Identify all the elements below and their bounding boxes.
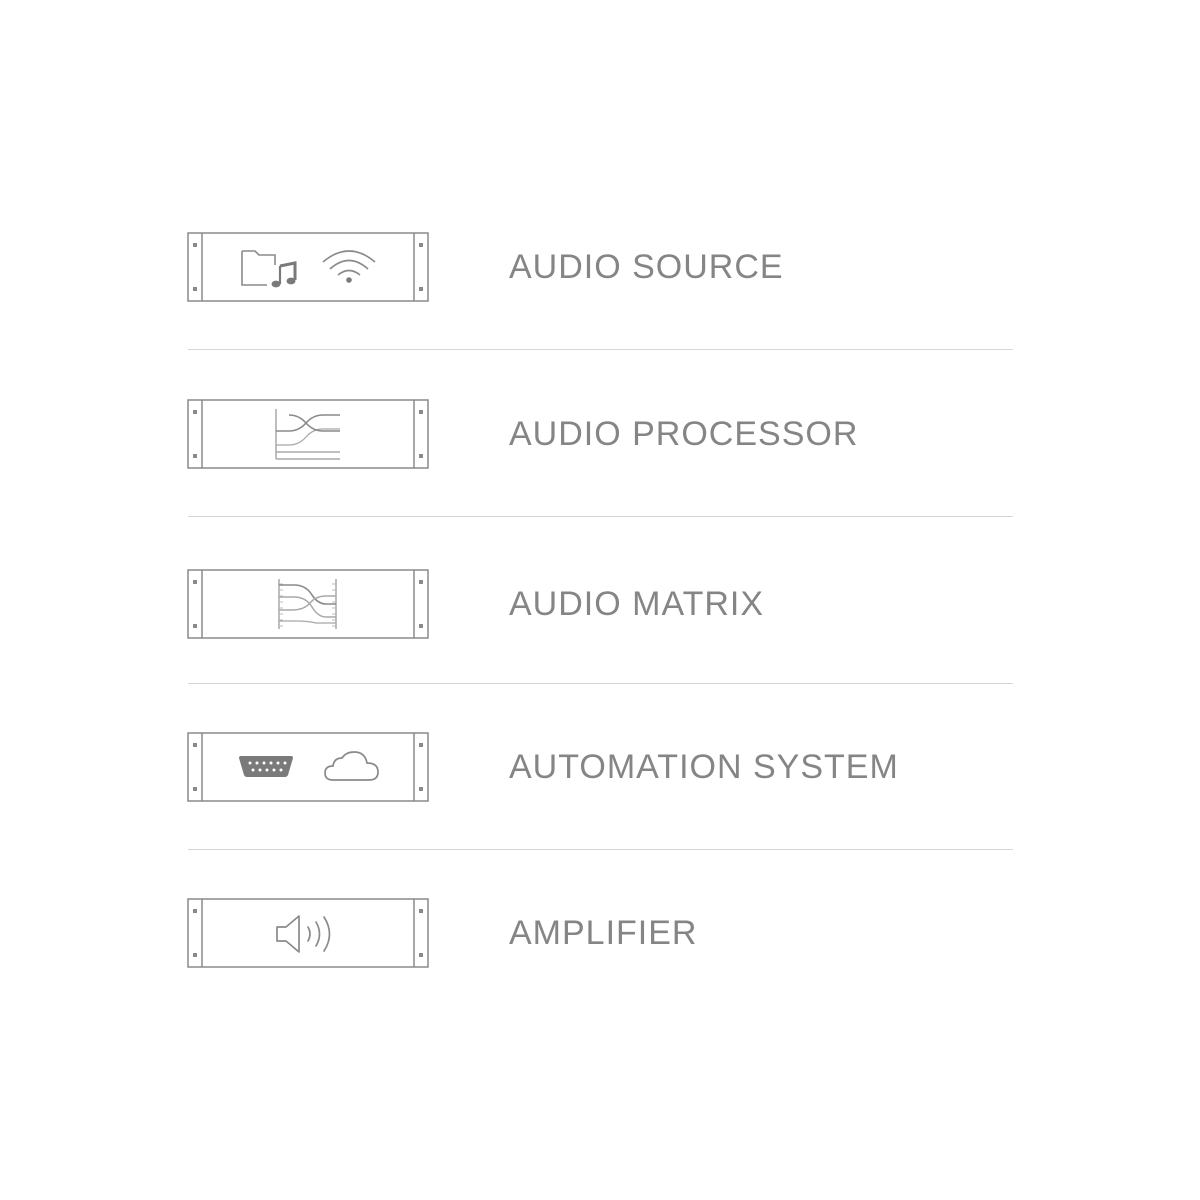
rack-unit bbox=[187, 399, 429, 469]
device-row-automation-system: AUTOMATION SYSTEM bbox=[0, 732, 1200, 802]
cloud-icon bbox=[324, 751, 379, 781]
serial-port-icon bbox=[239, 756, 293, 777]
device-row-audio-processor: AUDIO PROCESSOR bbox=[0, 399, 1200, 469]
speaker-icon bbox=[276, 915, 331, 953]
music-folder-icon bbox=[241, 250, 297, 288]
row-label: AUDIO MATRIX bbox=[509, 585, 765, 623]
row-label: AMPLIFIER bbox=[509, 914, 698, 952]
rack-unit bbox=[187, 898, 429, 968]
rack-unit bbox=[187, 732, 429, 802]
divider bbox=[188, 683, 1013, 684]
row-label: AUTOMATION SYSTEM bbox=[509, 748, 899, 786]
device-row-audio-source: AUDIO SOURCE bbox=[0, 232, 1200, 302]
row-label: AUDIO PROCESSOR bbox=[509, 415, 859, 453]
rack-unit-frame bbox=[187, 732, 429, 802]
divider bbox=[188, 516, 1013, 517]
rack-unit-frame bbox=[187, 569, 429, 639]
row-label: AUDIO SOURCE bbox=[509, 248, 784, 286]
rack-unit bbox=[187, 569, 429, 639]
device-row-audio-matrix: AUDIO MATRIX bbox=[0, 569, 1200, 639]
divider bbox=[188, 849, 1013, 850]
crossover-filter-icon bbox=[275, 409, 340, 460]
rack-unit bbox=[187, 232, 429, 302]
device-row-amplifier: AMPLIFIER bbox=[0, 898, 1200, 968]
rack-unit-frame bbox=[187, 898, 429, 968]
divider bbox=[188, 349, 1013, 350]
signal-routing-icon bbox=[278, 579, 337, 629]
wifi-icon bbox=[322, 250, 376, 283]
rack-unit-frame bbox=[187, 399, 429, 469]
rack-unit-frame bbox=[187, 232, 429, 302]
